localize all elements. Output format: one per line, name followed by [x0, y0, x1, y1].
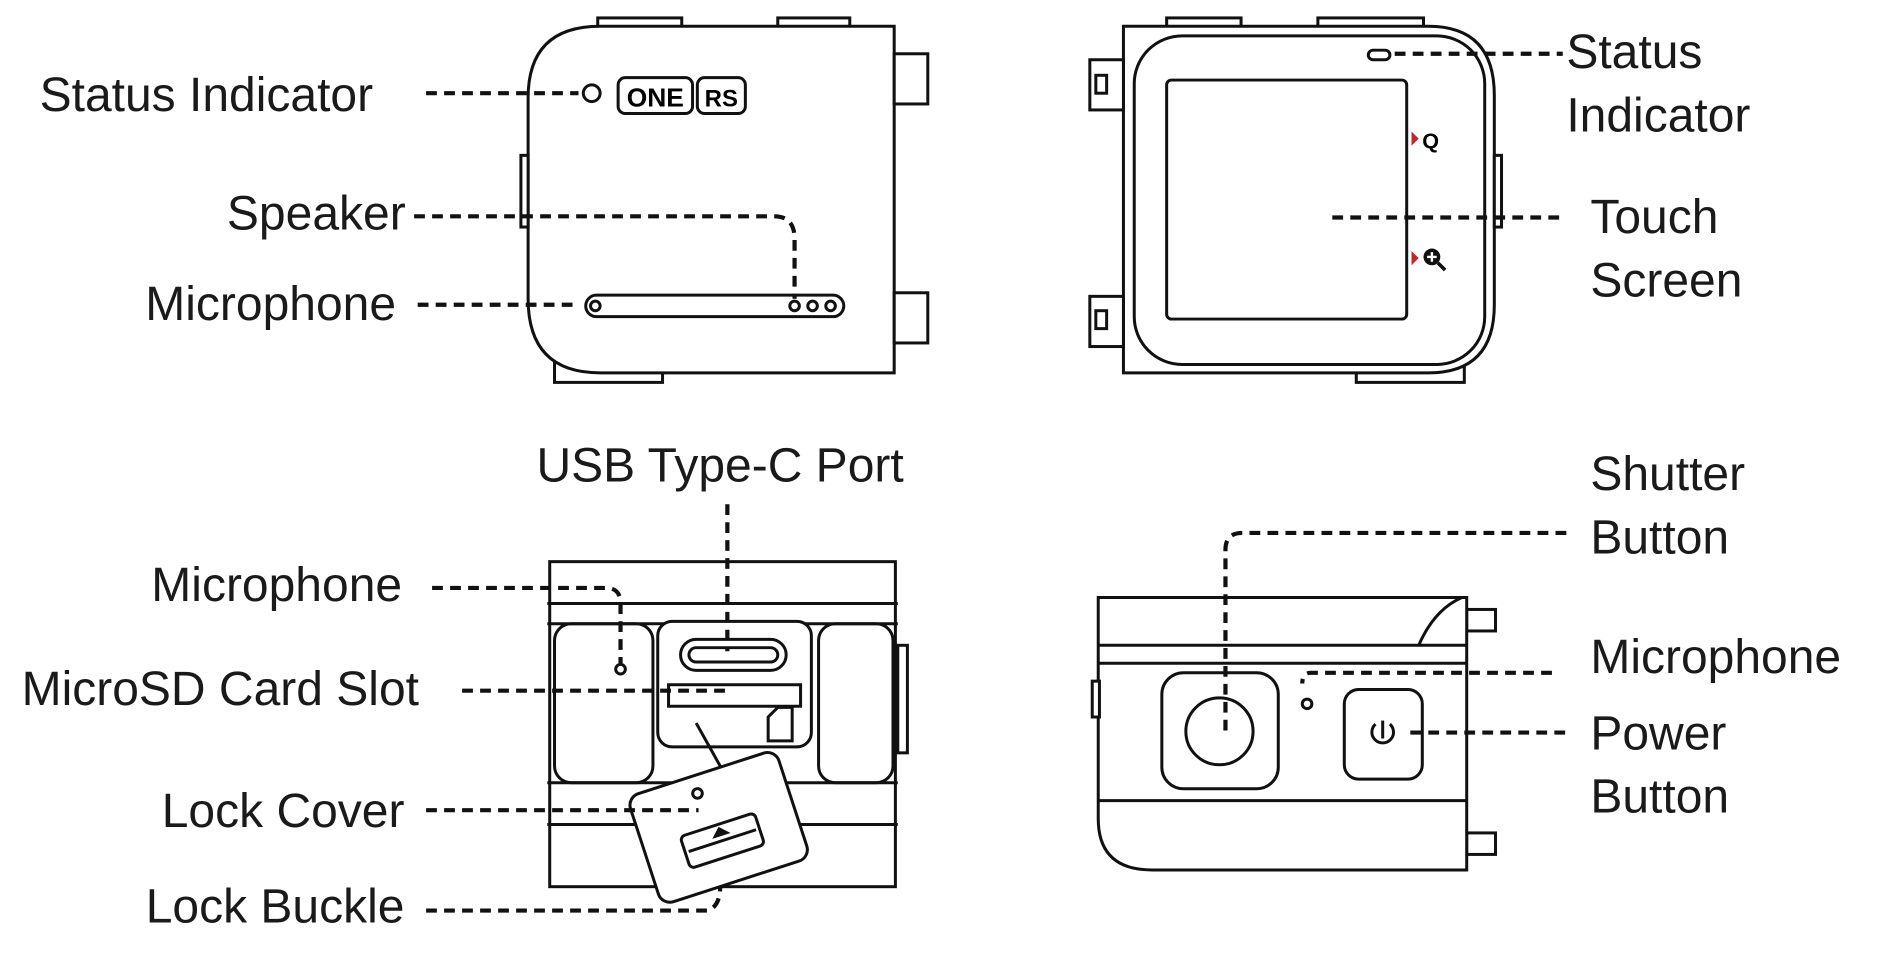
label-shutter-line1: Shutter	[1590, 448, 1745, 501]
arrow-icon	[1411, 131, 1419, 146]
label-shutter-line2: Button	[1590, 511, 1729, 564]
label-microphone-side: Microphone	[1590, 631, 1841, 684]
label-microphone-front: Microphone	[145, 278, 396, 331]
label-lock-buckle: Lock Buckle	[146, 881, 405, 934]
label-usb: USB Type-C Port	[537, 440, 904, 493]
label-touch-line2: Screen	[1590, 254, 1742, 307]
shutter-button	[1160, 671, 1280, 791]
logo-one	[616, 76, 695, 116]
zoom-in-icon	[1423, 248, 1447, 272]
usb-c-port	[679, 637, 788, 672]
q-icon: Q	[1422, 128, 1439, 153]
label-touch-line1: Touch	[1590, 191, 1718, 244]
back-view-device: Q	[1088, 16, 1504, 384]
arrow-icon	[1411, 250, 1419, 266]
lock-cover	[628, 751, 809, 904]
front-view-device: ONE RS	[519, 16, 930, 384]
leader-microphone-bottom	[432, 585, 623, 664]
leader-shutter	[1223, 530, 1567, 732]
label-lock-cover: Lock Cover	[162, 785, 405, 838]
label-microsd: MicroSD Card Slot	[22, 663, 419, 716]
label-microphone-bottom: Microphone	[151, 559, 402, 612]
label-speaker: Speaker	[227, 188, 406, 241]
label-status-indicator: Status Indicator	[40, 69, 374, 122]
label-status-line1: Status	[1566, 26, 1702, 79]
bottom-view-device	[547, 560, 909, 904]
label-status-line2: Indicator	[1566, 90, 1750, 143]
label-power-line1: Power	[1590, 707, 1726, 760]
side-view-device	[1090, 596, 1498, 872]
microsd-slot	[667, 683, 803, 708]
label-power-line2: Button	[1590, 771, 1729, 824]
status-indicator-light	[581, 83, 602, 104]
leader-microphone-side	[1300, 670, 1552, 684]
power-icon	[1370, 720, 1395, 745]
speaker-grille	[584, 293, 846, 319]
logo-one-text: ONE	[627, 82, 684, 112]
leader-lock-buckle	[426, 886, 723, 913]
logo-rs	[695, 76, 747, 116]
status-indicator-light-back	[1366, 48, 1392, 62]
leader-speaker	[414, 214, 797, 299]
touch-screen	[1165, 78, 1409, 321]
logo-rs-text: RS	[705, 85, 738, 112]
